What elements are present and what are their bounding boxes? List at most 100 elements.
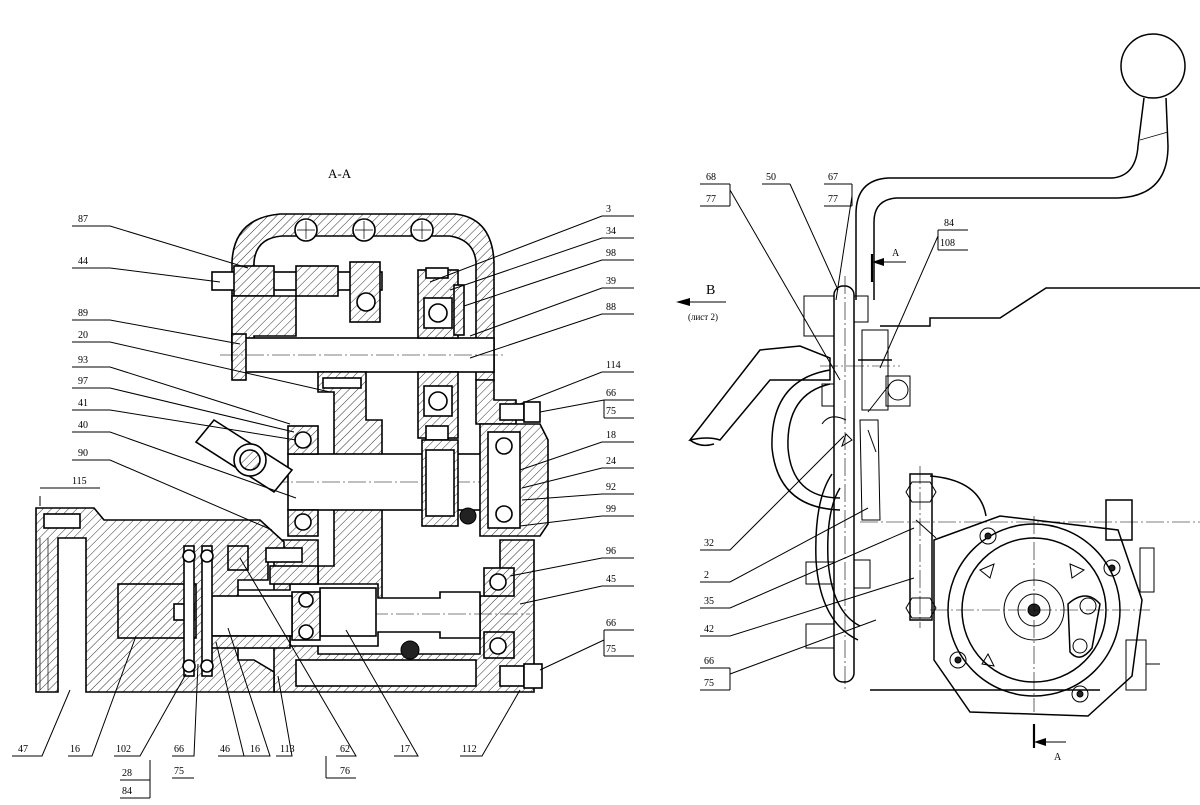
bolt-66-nut <box>523 663 543 689</box>
label-20: 20 <box>78 330 88 341</box>
left-part-labels: 87 44 89 20 93 97 41 40 90 115 3 34 98 3… <box>18 204 621 797</box>
label-46: 46 <box>220 744 230 755</box>
label-96: 96 <box>606 546 616 557</box>
top-cover-bolts <box>294 218 434 242</box>
pulley <box>771 369 861 641</box>
label-18: 18 <box>606 430 616 441</box>
label-112: 112 <box>462 744 477 755</box>
label-35: 35 <box>704 596 714 607</box>
label-47: 47 <box>18 744 28 755</box>
side-view: В (лист 2) А А <box>676 33 1200 763</box>
output-gear-hub <box>319 587 377 637</box>
label-90: 90 <box>78 448 88 459</box>
label-3: 3 <box>606 204 611 215</box>
label-32: 32 <box>704 538 714 549</box>
view-b-sheet-ref: (лист 2) <box>688 312 718 322</box>
rod-left-3 <box>805 561 835 585</box>
label-75-right: 75 <box>704 678 714 689</box>
label-99: 99 <box>606 504 616 515</box>
label-45: 45 <box>606 574 616 585</box>
fork-pin <box>356 292 376 312</box>
back-circle-arc <box>929 475 987 517</box>
label-102: 102 <box>116 744 131 755</box>
label-50: 50 <box>766 172 776 183</box>
left-curved-casing <box>688 345 831 442</box>
label-66-bottom: 66 <box>174 744 184 755</box>
shift-shaft <box>860 466 1200 628</box>
label-28: 28 <box>122 768 132 779</box>
section-label: А-А <box>328 166 352 181</box>
rod-fork-block <box>295 265 339 297</box>
label-88: 88 <box>606 302 616 313</box>
shaft-end-cap <box>231 333 247 381</box>
label-67: 67 <box>828 172 838 183</box>
back-housing-contour <box>880 287 1200 327</box>
lever-knob <box>1120 33 1186 99</box>
right-leader-lines <box>700 183 968 691</box>
label-76: 76 <box>340 766 350 777</box>
label-115: 115 <box>72 476 87 487</box>
bolt-66-head <box>499 665 525 687</box>
rod-left-2 <box>821 383 835 407</box>
label-68: 68 <box>706 172 716 183</box>
label-16-left: 16 <box>70 744 80 755</box>
plate-62 <box>269 565 319 585</box>
label-98: 98 <box>606 248 616 259</box>
gear-lever <box>855 33 1186 300</box>
label-87: 87 <box>78 214 88 225</box>
label-66-right: 66 <box>704 656 714 667</box>
label-77-left: 77 <box>706 194 716 205</box>
gear-teeth-top <box>322 377 362 389</box>
label-2: 2 <box>704 570 709 581</box>
label-113: 113 <box>280 744 295 755</box>
oil-cavity <box>295 659 477 687</box>
flange-bolt <box>43 513 81 529</box>
label-108: 108 <box>940 238 955 249</box>
bolt-114-head <box>499 403 525 421</box>
label-66-upper: 66 <box>606 388 616 399</box>
section-a-a-view: А-А <box>35 166 549 693</box>
label-34: 34 <box>606 226 616 237</box>
label-40: 40 <box>78 420 88 431</box>
bolt-114-nut <box>523 401 541 423</box>
label-62: 62 <box>340 744 350 755</box>
input-shaft <box>207 595 293 637</box>
sliding-gear-hub <box>425 449 455 517</box>
rod-boss <box>233 265 275 297</box>
view-b-arrowhead <box>676 298 690 306</box>
label-93: 93 <box>78 355 88 366</box>
label-84: 84 <box>122 786 132 797</box>
round-flange-housing <box>930 515 1160 717</box>
view-b-label: В <box>706 283 715 298</box>
label-41: 41 <box>78 398 88 409</box>
label-24: 24 <box>606 456 616 467</box>
label-75-upper: 75 <box>606 406 616 417</box>
gear-key <box>459 507 477 525</box>
upper-bearing-assembly <box>417 267 465 441</box>
section-mark-a-top: А <box>892 248 900 259</box>
label-92: 92 <box>606 482 616 493</box>
label-114: 114 <box>606 360 621 371</box>
left-leader-lines <box>12 215 634 799</box>
label-89: 89 <box>78 308 88 319</box>
fork-arm <box>349 261 381 323</box>
label-84-right: 84 <box>944 218 954 229</box>
label-16-right: 16 <box>250 744 260 755</box>
shift-mechanism <box>820 329 911 521</box>
label-97: 97 <box>78 376 88 387</box>
housing-lug <box>1105 499 1133 541</box>
vertical-lever-plate <box>833 285 855 683</box>
label-39: 39 <box>606 276 616 287</box>
ball-left-bottom <box>294 513 312 531</box>
rod-left-1 <box>803 295 835 337</box>
label-75-bottom: 75 <box>174 766 184 777</box>
label-42: 42 <box>704 624 714 635</box>
label-75-lower: 75 <box>606 644 616 655</box>
right-part-labels: 68 77 50 67 77 84 108 32 2 35 42 66 75 <box>704 172 955 689</box>
label-77-right: 77 <box>828 194 838 205</box>
label-44: 44 <box>78 256 88 267</box>
label-66-lower: 66 <box>606 618 616 629</box>
label-17: 17 <box>400 744 410 755</box>
output-shaft-key <box>400 640 420 660</box>
